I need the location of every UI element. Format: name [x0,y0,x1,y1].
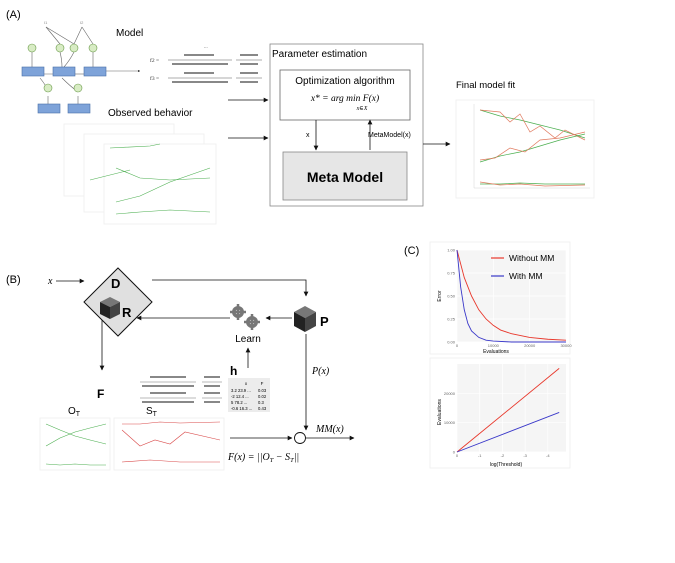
h-label: h [230,364,237,378]
series-line-without-mm [456,249,567,341]
x-tick-label: -1 [478,453,482,458]
series-line-without-mm [456,368,560,453]
input-I2: I2 [80,20,84,25]
panel-b-label: (B) [6,274,21,286]
eq-f3-lhs: f3 = [150,75,159,82]
svg-text:5 78.2 ...: 5 78.2 ... [231,400,247,405]
network-circles [27,43,98,93]
series-line-with-mm [456,411,560,453]
ST-label: ST [146,406,158,418]
network-boxes [21,66,107,114]
D-label: D [111,276,120,291]
y-tick-label: 0 [453,450,456,455]
final-fit-title: Final model fit [456,80,515,91]
arrow-x-label: x [306,132,310,139]
y-tick-label: 10000 [444,420,456,425]
x-tick-label: 10000 [488,343,500,348]
y-tick-label: 0.00 [447,340,456,345]
cube-icon-P [294,306,316,332]
param-box-title: Parameter estimation [272,49,367,60]
optimization-formula-sub: x∈X [356,106,368,112]
model-equations: ... f2 = f3 = [150,45,262,83]
x-tick-label: 0 [456,453,459,458]
chart1-legend: Without MM With MM [491,253,554,281]
svg-text:...: ... [204,45,208,50]
legend-without-mm: Without MM [509,253,554,263]
svg-text:0.3: 0.3 [258,400,264,405]
y-tick-label: 0.75 [447,271,456,276]
chart2-xlabel: log(Threshold) [490,462,523,468]
optimization-formula: x* = arg min F(x) [310,93,379,104]
cube-icon-R [100,297,120,319]
chart1-ylabel: Error [437,290,443,301]
svg-text:x: x [245,381,248,386]
R-label: R [122,305,132,320]
final-fit-plot [455,99,595,199]
svg-text:F: F [261,381,264,386]
optimization-box [279,69,411,121]
x-tick-label: -3 [523,453,527,458]
F-label: F [97,387,104,401]
svg-text:0.03: 0.03 [258,388,267,393]
svg-text:0.43: 0.43 [258,406,267,411]
OT-label: OT [68,406,81,418]
model-title: Model [116,28,143,39]
y-tick-label: 20000 [444,391,456,396]
OT-plot [39,417,111,471]
y-tick-label: 1.00 [447,248,456,253]
meta-model-label: Meta Model [307,169,383,185]
y-tick-label: 0.50 [447,294,456,299]
svg-text:-0.6 16.3 ...: -0.6 16.3 ... [231,406,252,411]
ST-plot [113,417,225,471]
gears-icon [230,304,260,330]
eq-f2-lhs: f2 = [150,57,159,64]
Fx-formula: F(x) = ||OT − ST|| [227,452,299,464]
network-diagram [31,26,141,104]
x-tick-label: -4 [546,453,550,458]
series-line-with-mm [456,249,566,343]
observed-title: Observed behavior [108,108,193,119]
h-table: x F 3.2 23.9 ... 0.03 -2 12.4 ... 0.02 5… [228,378,270,412]
x-tick-label: 0 [456,343,459,348]
optimization-title: Optimization algorithm [295,76,394,87]
MMx-label: MM(x) [315,424,344,435]
panel-b-equations [140,376,222,403]
panel-a-label: (A) [6,9,21,21]
learn-label: Learn [235,334,261,345]
meta-model-box [282,151,408,201]
y-tick-label: 0.25 [447,317,456,322]
svg-text:3.2 23.9 ...: 3.2 23.9 ... [231,388,251,393]
x-tick-label: 20000 [524,343,536,348]
combine-node [294,432,306,444]
Px-label: P(x) [311,366,330,377]
observed-plots-stack [63,123,217,225]
chart2-ylabel: Evaluations [437,399,443,425]
panel-c-label: (C) [404,245,419,257]
arrow-D-to-P [152,279,309,297]
svg-text:-2 12.4 ...: -2 12.4 ... [231,394,249,399]
arrow-metamodel-label: MetaModel(x) [368,132,411,139]
P-label: P [320,314,329,329]
svg-text:0.02: 0.02 [258,394,267,399]
x-tick-label: -2 [501,453,505,458]
input-I1: I1 [44,20,48,25]
input-x: x [47,276,53,287]
legend-with-mm: With MM [509,271,543,281]
x-tick-label: 30000 [560,343,572,348]
error-vs-evaluations-chart: 0.00 0.25 0.50 0.75 1.00 0 10000 20000 30000 Eva… [429,241,572,355]
chart1-xlabel: Evaluations [483,349,509,355]
